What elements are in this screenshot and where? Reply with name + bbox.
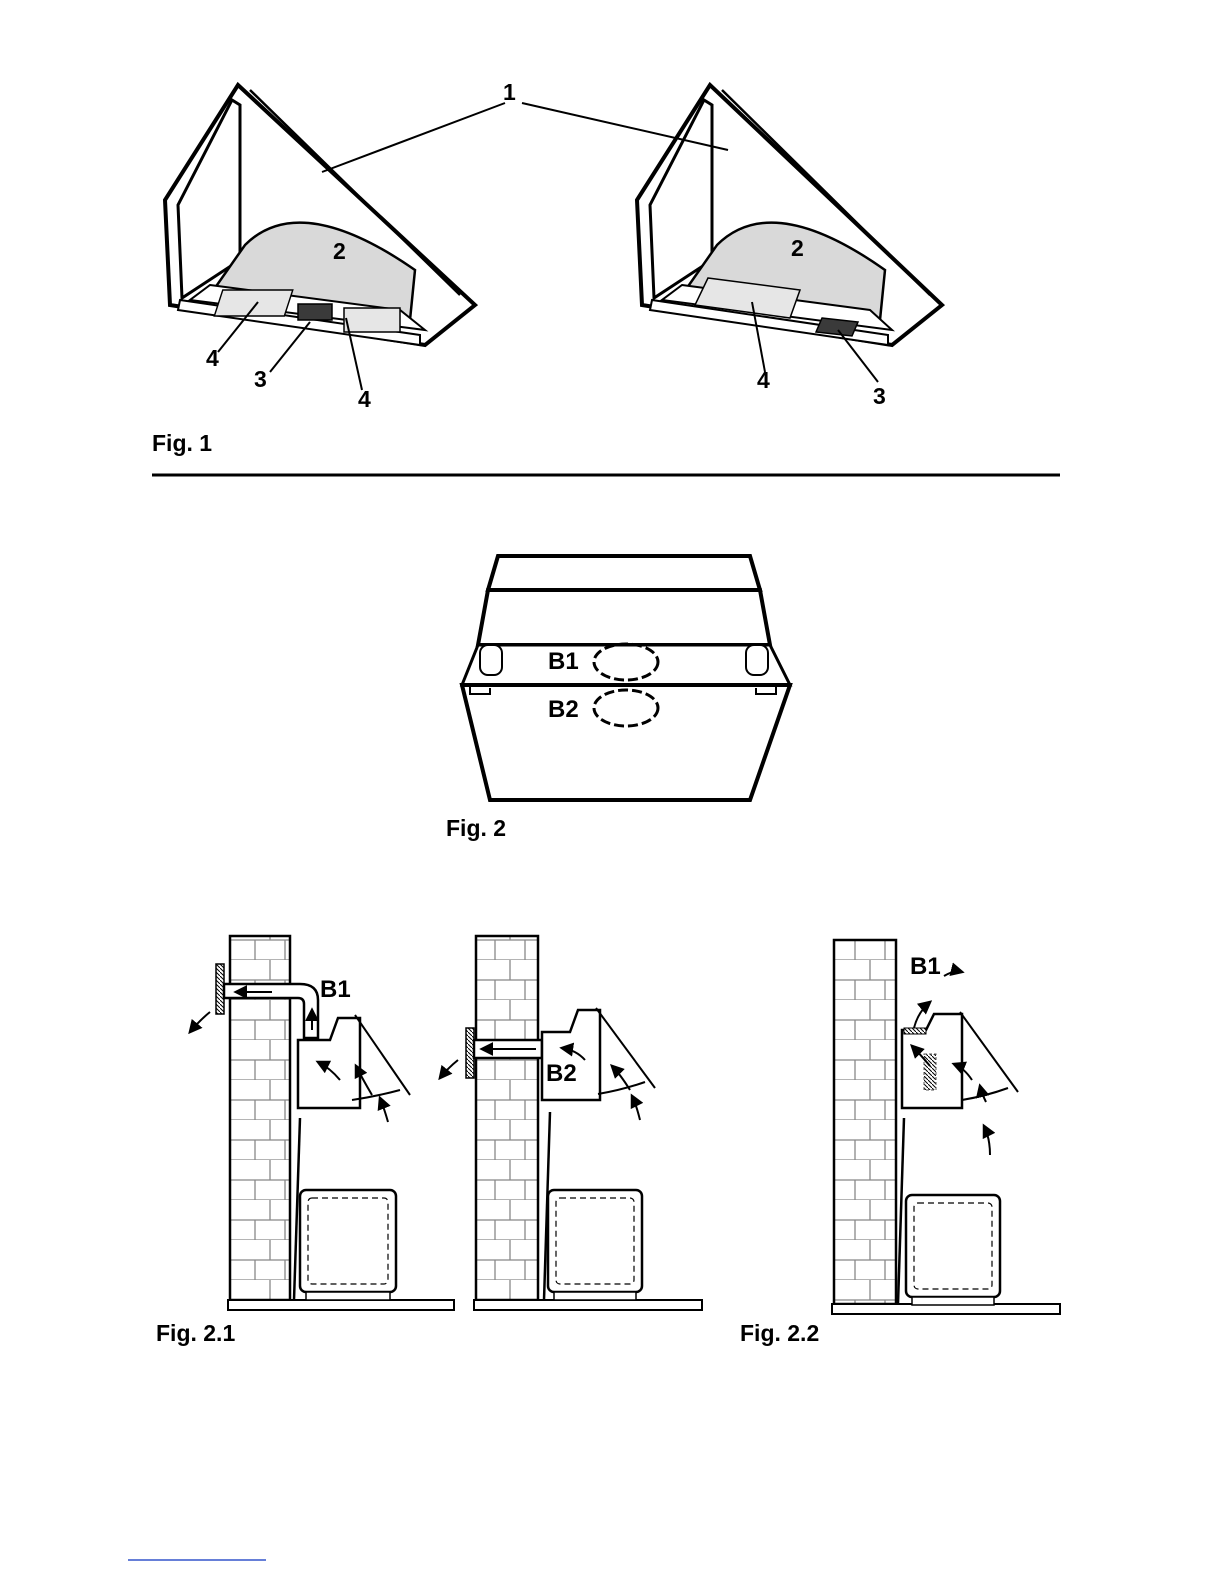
callout-1: 1 bbox=[503, 79, 516, 105]
fig1-hood-left bbox=[165, 85, 475, 345]
fig22-panel bbox=[832, 940, 1060, 1314]
callout-4-left-a: 4 bbox=[206, 345, 219, 371]
callout-3-left: 3 bbox=[254, 366, 267, 392]
fig21-label-b1: B1 bbox=[320, 976, 351, 1003]
fig1-hood-right bbox=[637, 85, 942, 345]
fig2-label-b1: B1 bbox=[548, 648, 579, 675]
fig2-label-b2: B2 bbox=[548, 696, 579, 723]
callout-4-left-b: 4 bbox=[358, 386, 371, 412]
fig21-caption: Fig. 2.1 bbox=[156, 1320, 235, 1346]
fig2-caption: Fig. 2 bbox=[446, 815, 506, 841]
callout-4-right: 4 bbox=[757, 367, 770, 393]
fig1-caption: Fig. 1 bbox=[152, 430, 212, 456]
callout-3-right: 3 bbox=[873, 383, 886, 409]
callout-2-left: 2 bbox=[333, 238, 346, 264]
fig22-label-b1: B1 bbox=[910, 953, 941, 980]
fig21-label-b2: B2 bbox=[546, 1060, 577, 1087]
fig22-caption: Fig. 2.2 bbox=[740, 1320, 819, 1346]
callout-2-right: 2 bbox=[791, 235, 804, 261]
fig21-panel-b2 bbox=[440, 936, 702, 1310]
fig2-hood-top-view bbox=[462, 556, 790, 800]
